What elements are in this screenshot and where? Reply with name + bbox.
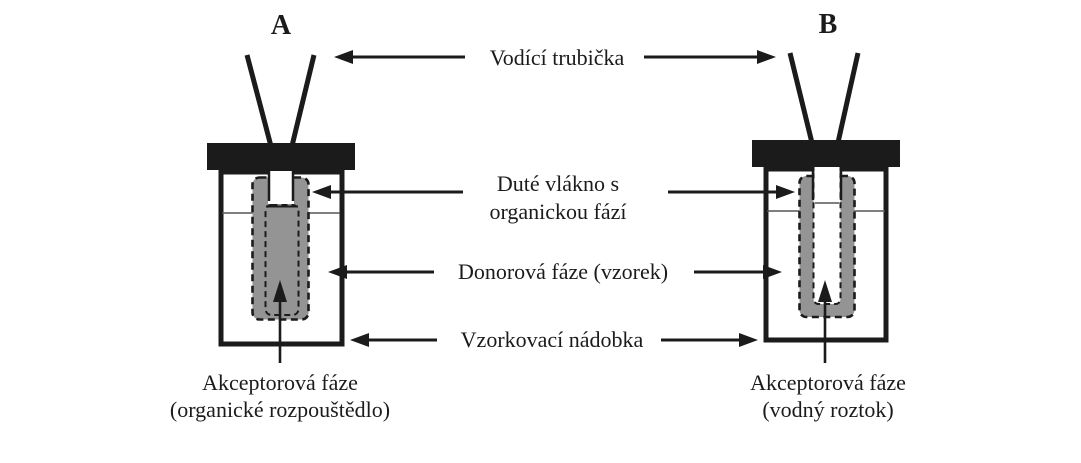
- guide-tube-arrowhead-right: [757, 50, 776, 64]
- sampling-vessel-arrowhead-right: [739, 333, 758, 347]
- vessel-b-guide-tube-left-line: [787, 52, 816, 148]
- vessel-b-guide-tube-right-line: [834, 52, 861, 148]
- acceptor-phase-a-label-line1: Akceptorová fáze: [202, 370, 358, 395]
- guide-tube-arrowhead-left: [334, 50, 353, 64]
- vessel-b-acceptor-arrowhead: [818, 280, 832, 302]
- vessel-a-fiber-top-opening: [268, 171, 294, 204]
- donor-phase-arrowhead-right: [763, 265, 782, 279]
- acceptor-phase-b-label-line1: Akceptorová fáze: [750, 370, 906, 395]
- acceptor-phase-a-label-line2: (organické rozpouštědlo): [169, 397, 391, 422]
- donor-phase-arrowhead-left: [328, 265, 347, 279]
- vessel-a-letter: A: [270, 10, 292, 41]
- vessel-b-drawing: [752, 52, 900, 363]
- annotation-arrows: [312, 50, 795, 347]
- vessel-a-guide-tube-right-line: [288, 54, 317, 151]
- vessel-b-fiber-top-opening: [814, 167, 840, 176]
- vessel-b-letter: B: [818, 9, 838, 40]
- vessel-b-cap: [752, 140, 900, 167]
- donor-phase-label: Donorová fáze (vzorek): [457, 259, 669, 284]
- hollow-fiber-arrowhead-left: [312, 185, 331, 199]
- sampling-vessel-label: Vzorkovací nádobka: [460, 327, 644, 352]
- hollow-fiber-label-line2: organickou fází: [489, 199, 627, 224]
- hollow-fiber-arrowhead-right: [776, 185, 795, 199]
- acceptor-phase-b-label: Akceptorová fáze (vodný roztok): [750, 369, 906, 423]
- vessel-a-cap: [207, 143, 355, 170]
- vessel-a-drawing: [207, 54, 355, 363]
- vessel-a-guide-tube-left-line: [244, 54, 275, 151]
- acceptor-phase-b-label-line2: (vodný roztok): [762, 397, 894, 422]
- vessel-a-fiber-lumen-organic: [264, 204, 300, 316]
- vessel-b-fiber-lumen-aqueous: [812, 171, 842, 305]
- hollow-fiber-label-line1: Duté vlákno s: [496, 171, 620, 196]
- acceptor-phase-a-label: Akceptorová fáze (organické rozpouštědlo…: [170, 369, 390, 423]
- vessel-a-acceptor-arrowhead: [273, 280, 287, 302]
- hollow-fiber-label: Duté vlákno s organickou fází: [489, 170, 626, 226]
- guide-tube-label: Vodící trubička: [489, 45, 625, 70]
- sampling-vessel-arrowhead-left: [350, 333, 369, 347]
